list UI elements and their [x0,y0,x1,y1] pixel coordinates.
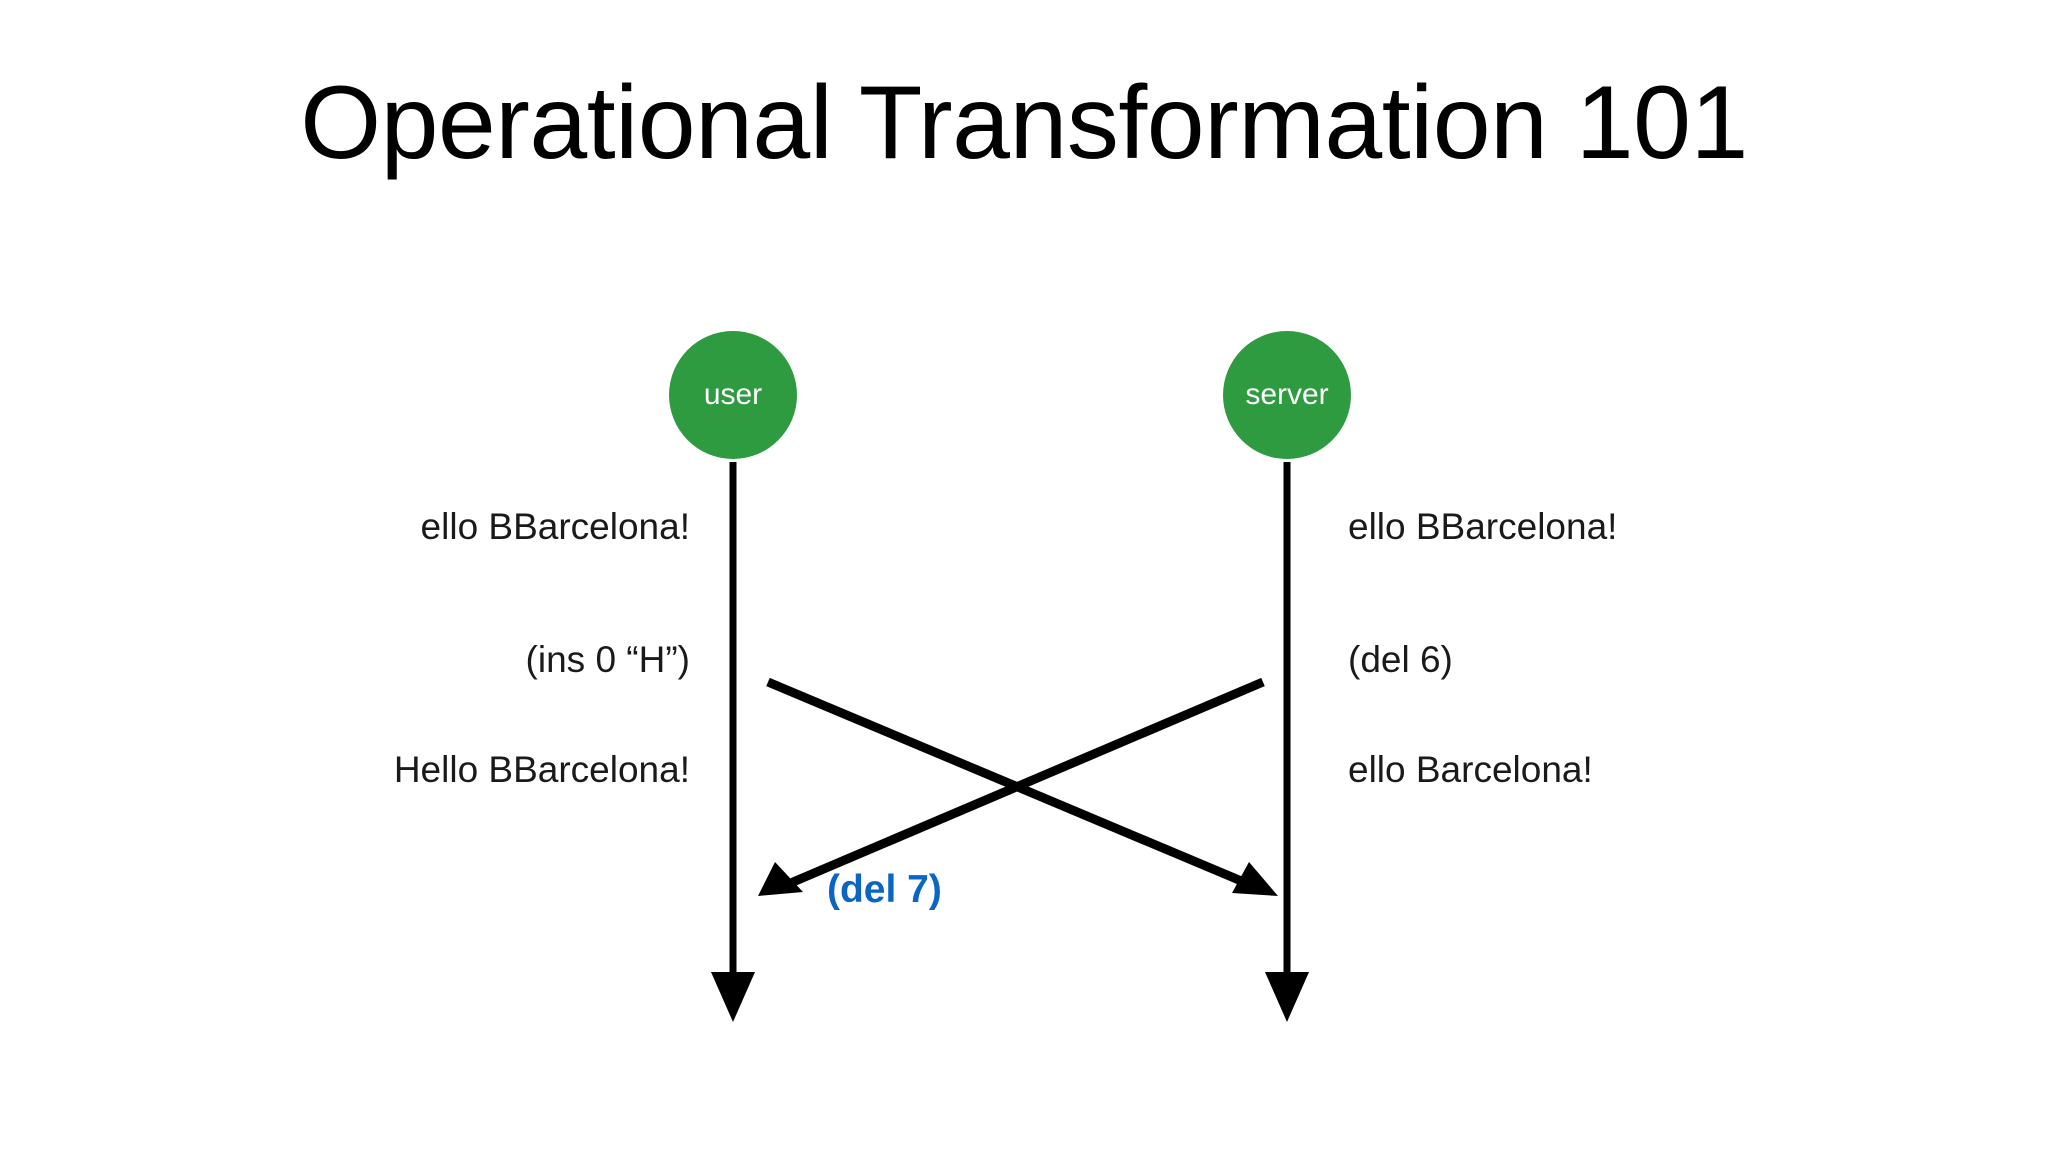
actor-node-user[interactable]: user [669,331,797,459]
actor-node-server[interactable]: server [1223,331,1351,459]
page-title: Operational Transformation 101 [300,65,1748,181]
note-server-state-before: ello BBarcelona! [1348,506,1618,547]
lifeline-server [1265,462,1309,1022]
note-user-state-after: Hello BBarcelona! [393,749,690,790]
note-transformed-operation: (del 7) [827,868,942,911]
note-user-operation: (ins 0 “H”) [525,639,690,680]
actor-label-server: server [1245,378,1329,411]
note-server-state-after: ello Barcelona! [1348,749,1593,790]
lifeline-user [711,462,755,1022]
note-user-state-before: ello BBarcelona! [420,506,690,547]
note-server-operation: (del 6) [1348,639,1453,680]
message-arrow-server-to-user [758,677,1265,896]
actor-label-user: user [703,378,763,411]
